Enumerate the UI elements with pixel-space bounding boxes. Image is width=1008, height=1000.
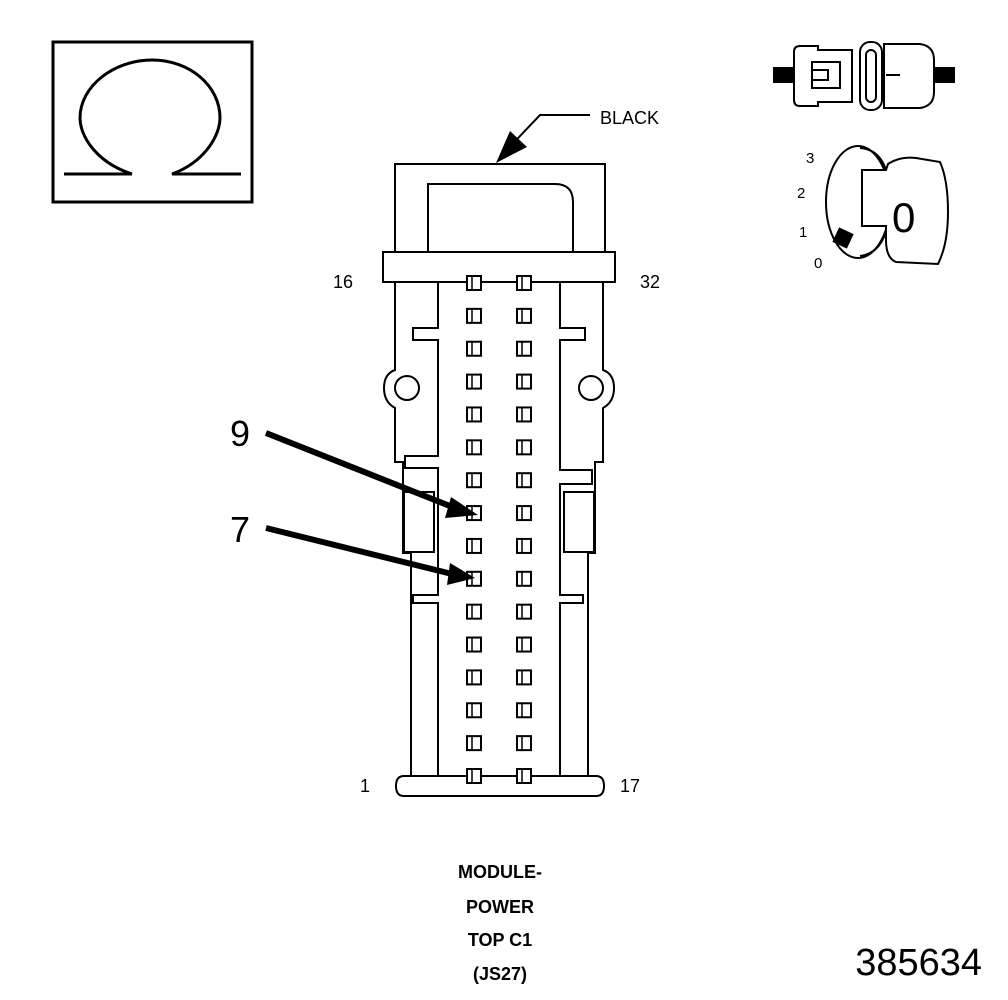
pin-cavity-16: [466, 275, 482, 291]
pin-grid: [466, 275, 532, 784]
pin-cavity-17: [516, 768, 532, 784]
connector-color-label: BLACK: [600, 108, 659, 128]
pin-cavity-15: [466, 307, 482, 324]
pin-cavity-28: [516, 406, 532, 423]
pin-cavity-30: [516, 340, 532, 357]
pin-label-32: 32: [640, 272, 660, 292]
figure-id: 385634: [855, 942, 982, 984]
pin-cavity-4: [466, 669, 482, 686]
pin-cavity-25: [516, 505, 532, 522]
pin-cavity-21: [516, 636, 532, 653]
pin-cavity-27: [516, 439, 532, 456]
pin-cavity-8: [466, 537, 482, 554]
caption-line-2: POWER: [465, 897, 534, 917]
pin-cavity-29: [516, 373, 532, 390]
key-position-2: 2: [797, 185, 805, 202]
ohm-symbol-icon: [51, 40, 254, 204]
mini-connector-icon: [773, 41, 955, 111]
pin-cavity-22: [516, 603, 532, 620]
callout-arrow-9: [264, 430, 478, 518]
pin-label-16: 16: [333, 272, 353, 292]
pin-cavity-12: [466, 406, 482, 423]
pin-cavity-13: [466, 373, 482, 390]
pin-cavity-6: [466, 603, 482, 620]
pin-label-1: 1: [360, 776, 370, 796]
connector-body: [382, 163, 616, 797]
key-position-0: 0: [814, 255, 822, 272]
pin-cavity-31: [516, 307, 532, 324]
pin-cavity-11: [466, 439, 482, 456]
pin-label-17: 17: [620, 776, 640, 796]
color-leader: [496, 114, 590, 163]
pin-cavity-23: [516, 570, 532, 587]
pin-cavity-3: [466, 702, 482, 719]
pin-cavity-20: [516, 669, 532, 686]
ignition-key-icon: [825, 145, 950, 266]
key-position-1: 1: [799, 224, 807, 241]
key-position-3: 3: [806, 150, 814, 167]
callout-label-9: 9: [230, 413, 250, 454]
caption-line-3: TOP C1: [467, 930, 533, 950]
pin-cavity-5: [466, 636, 482, 653]
pin-cavity-10: [466, 472, 482, 489]
pin-cavity-14: [466, 340, 482, 357]
pin-cavity-24: [516, 537, 532, 554]
caption-line-4: (JS27): [472, 964, 528, 984]
pin-cavity-26: [516, 472, 532, 489]
caption-line-1: MODULE-: [458, 862, 542, 882]
callout-arrow-7: [265, 525, 475, 585]
pin-cavity-1: [466, 768, 482, 784]
pin-cavity-2: [466, 735, 482, 752]
callout-label-7: 7: [230, 509, 250, 550]
pin-cavity-19: [516, 702, 532, 719]
key-label: 0: [892, 194, 915, 241]
pin-cavity-32: [516, 275, 532, 291]
pin-cavity-18: [516, 735, 532, 752]
